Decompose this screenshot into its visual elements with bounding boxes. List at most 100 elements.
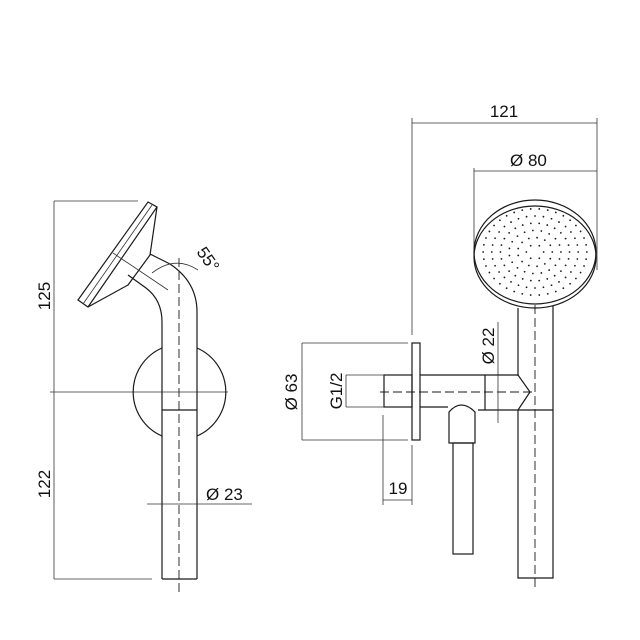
spray-nozzle-dot — [562, 287, 565, 290]
spray-nozzle-dot — [576, 258, 579, 260]
spray-nozzle-dot — [529, 294, 532, 296]
rosette — [132, 347, 227, 437]
spray-nozzle-dot — [510, 281, 512, 283]
spray-nozzle-dot — [536, 236, 538, 239]
spray-nozzle-dot — [516, 266, 519, 269]
spray-nozzle-dot — [585, 258, 588, 261]
spray-nozzle-dot — [525, 215, 528, 218]
hose-connector — [448, 404, 476, 555]
spray-nozzle-dot — [490, 251, 493, 253]
spray-nozzle-dot — [538, 222, 541, 225]
spray-nozzle-dot — [575, 224, 577, 227]
spray-nozzle-dot — [521, 209, 524, 212]
spray-nozzle-dot — [485, 265, 487, 267]
spray-nozzle-dot — [508, 247, 511, 250]
spray-nozzles — [482, 208, 588, 296]
spray-nozzle-dot — [498, 282, 501, 285]
spray-nozzle-dot — [491, 258, 494, 260]
spray-nozzle-dot — [583, 265, 585, 267]
spray-nozzle-dot — [574, 264, 576, 267]
head-diameter-label: Ø 80 — [510, 151, 547, 170]
wall-plate — [411, 342, 421, 441]
spray-nozzle-dot — [493, 224, 495, 227]
handle — [517, 305, 554, 590]
side-view: 125 122 55° Ø 23 — [35, 200, 252, 592]
spray-nozzle-dot — [505, 214, 508, 217]
total-width-label: 121 — [490, 102, 518, 121]
spray-nozzle-dot — [558, 221, 560, 223]
angle-dimension: 55° — [151, 243, 223, 275]
spray-nozzle-dot — [510, 221, 512, 223]
spray-nozzle-dot — [531, 229, 534, 232]
spray-nozzle-dot — [553, 227, 556, 230]
spray-nozzle-dot — [527, 264, 530, 267]
spray-nozzle-dot — [503, 264, 506, 267]
height-upper-label: 125 — [35, 282, 54, 310]
spray-nozzle-dot — [482, 258, 485, 261]
spray-nozzle-dot — [517, 284, 520, 287]
spray-nozzle-dot — [529, 244, 532, 247]
spray-nozzle-dot — [554, 237, 557, 240]
spray-nozzle-dot — [503, 237, 506, 240]
spray-nozzle-dot — [585, 251, 588, 253]
pipe-diameter-label: Ø 23 — [206, 485, 243, 504]
spray-nozzle-dot — [560, 251, 562, 253]
spray-nozzle-dot — [521, 278, 524, 280]
spray-nozzle-dot — [516, 235, 519, 238]
spray-nozzle-dot — [538, 257, 541, 260]
thread-label: G1/2 — [327, 373, 346, 410]
arm-diameter-label: Ø 22 — [479, 328, 498, 365]
spray-nozzle-dot — [527, 237, 530, 240]
spray-nozzle-dot — [529, 208, 532, 210]
spray-nozzle-dot — [523, 270, 526, 273]
spray-nozzle-dot — [583, 237, 585, 239]
spray-nozzle-dot — [503, 225, 506, 228]
spray-nozzle-dot — [488, 230, 491, 233]
spray-nozzle-dot — [500, 257, 503, 260]
spray-nozzle-dot — [549, 257, 552, 260]
spray-nozzle-dot — [482, 251, 485, 253]
spray-nozzle-dot — [567, 244, 570, 247]
spray-nozzle-dot — [553, 274, 556, 277]
spray-nozzle-dot — [525, 251, 528, 253]
spray-nozzle-dot — [540, 272, 543, 274]
spray-nozzle-dot — [511, 240, 514, 243]
spray-nozzle-dot — [568, 251, 571, 253]
spray-nozzle-dot — [488, 271, 491, 274]
spray-nozzle-dot — [540, 230, 543, 232]
spray-nozzle-dot — [517, 217, 520, 220]
spray-nozzle-dot — [554, 211, 557, 214]
spray-nozzle-dot — [564, 225, 567, 228]
rosette-diameter-dimension: Ø 63 — [282, 342, 408, 441]
spray-nozzle-dot — [499, 251, 502, 253]
spray-nozzle-dot — [542, 286, 545, 289]
spray-nozzle-dot — [550, 217, 553, 220]
spray-nozzle-dot — [521, 241, 523, 244]
spray-nozzle-dot — [564, 264, 567, 267]
thread-length-label: 19 — [389, 479, 408, 498]
spray-nozzle-dot — [511, 261, 514, 264]
total-width-dimension: 121 — [411, 102, 598, 335]
spray-nozzle-dot — [538, 294, 541, 296]
spray-nozzle-dot — [559, 232, 562, 234]
spray-nozzle-dot — [494, 237, 496, 240]
spray-nozzle-dot — [491, 244, 494, 246]
spray-nozzle-dot — [482, 243, 485, 246]
spray-nozzle-dot — [549, 244, 552, 247]
spray-nozzle-dot — [554, 264, 557, 267]
spray-nozzle-dot — [498, 231, 500, 233]
spray-nozzle-dot — [538, 208, 541, 210]
pipe — [127, 253, 198, 592]
spray-nozzle-dot — [574, 237, 576, 240]
spray-nozzle-dot — [529, 279, 532, 282]
spray-nozzle-dot — [538, 279, 541, 282]
spray-nozzle-dot — [548, 233, 551, 235]
spray-nozzle-dot — [570, 231, 572, 233]
spray-nozzle-dot — [576, 244, 579, 246]
spray-nozzle-dot — [558, 258, 561, 260]
spray-nozzle-dot — [569, 219, 572, 222]
shower-head-front — [473, 199, 597, 309]
spray-nozzle-dot — [543, 239, 546, 242]
